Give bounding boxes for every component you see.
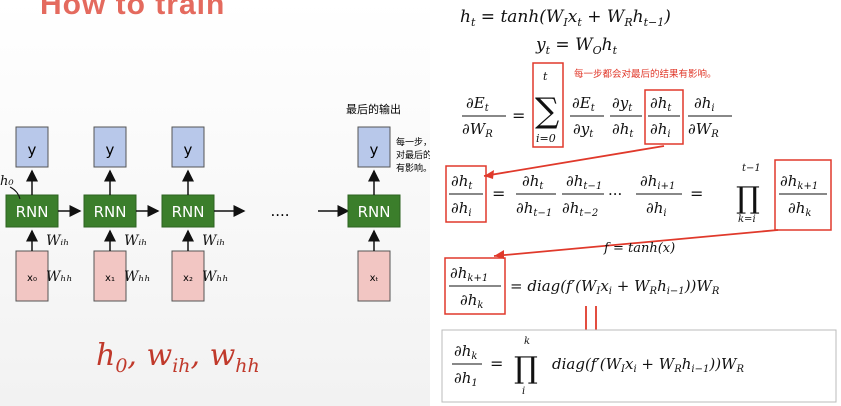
input-label-x2: x₂	[183, 273, 193, 284]
param-sep-2: ,	[190, 338, 210, 373]
svg-text:=: =	[512, 106, 525, 125]
svg-text:k: k	[524, 336, 530, 347]
output-box-y1	[93, 126, 127, 168]
slide-title: How to train	[40, 0, 226, 21]
output-label-y0: y	[28, 141, 37, 159]
trainable-parameters: h0, wih, whh	[96, 338, 260, 377]
svg-text:t−1: t−1	[742, 163, 761, 174]
rnn-step-2: y RNN x₂	[161, 126, 215, 302]
rnn-step-1: y RNN x₁	[83, 126, 137, 302]
final-output-label: 最后的输出	[346, 102, 401, 116]
handwritten-wih-0: Wᵢₕ	[46, 233, 69, 249]
input-label-x1: x₁	[105, 273, 115, 284]
svg-text:∑: ∑	[535, 91, 559, 131]
handwritten-whh-0: Wₕₕ	[46, 269, 73, 285]
rnn-cell-t	[347, 194, 401, 228]
ellipsis: ....	[270, 202, 289, 220]
rnn-cell-label-1: RNN	[94, 203, 127, 221]
input-box-x1	[93, 250, 127, 302]
side-note-line-1: 每一步，都会	[396, 136, 430, 148]
param-wih-sub: ih	[172, 355, 191, 377]
input-box-x2	[171, 250, 205, 302]
svg-text:∏: ∏	[736, 181, 760, 216]
rnn-cell-label-2: RNN	[172, 203, 205, 221]
red-note: 每一步都会对最后的结果有影响。	[574, 68, 717, 80]
svg-text:∂ht: ∂ht	[522, 172, 544, 192]
svg-text:∂yt: ∂yt	[612, 94, 633, 114]
svg-text:∂hi: ∂hi	[451, 199, 472, 219]
svg-text:i=0: i=0	[536, 132, 556, 145]
equation-final: ∂hk ∂h1 = k ∏ i diag(f′(WIxi + WRhi−1))W…	[441, 329, 837, 403]
handwritten-wih-2: Wᵢₕ	[202, 233, 225, 249]
svg-text:∂ht: ∂ht	[451, 172, 473, 192]
svg-text:k=i: k=i	[738, 214, 756, 225]
output-box-y2	[171, 126, 205, 168]
side-note-line-2: 对最后的结果	[396, 149, 430, 161]
param-whh-letter: w	[209, 338, 236, 373]
output-label-y2: y	[184, 141, 193, 159]
svg-text:i: i	[522, 386, 525, 397]
svg-text:∂ht: ∂ht	[612, 120, 634, 140]
param-h-sub: 0	[115, 355, 128, 377]
svg-text:···: ···	[608, 185, 622, 203]
svg-text:∂yt: ∂yt	[573, 120, 594, 140]
handwritten-whh-1: Wₕₕ	[124, 269, 151, 285]
svg-text:=: =	[690, 184, 703, 203]
svg-text:= diag(f′(WIxi + WRhi−1))WR: = diag(f′(WIxi + WRhi−1))WR	[510, 277, 720, 297]
svg-text:=: =	[492, 184, 505, 203]
output-label-yt: y	[370, 141, 379, 159]
rnn-cell-1	[83, 194, 137, 228]
input-label-xt: xₜ	[370, 273, 379, 284]
param-wih-letter: w	[146, 338, 173, 373]
svg-text:∂ht: ∂ht	[650, 94, 672, 114]
output-box-yt	[357, 126, 391, 168]
svg-text:∏: ∏	[514, 351, 538, 386]
f-definition: f = tanh(x)	[603, 241, 675, 256]
svg-text:∂hi: ∂hi	[694, 94, 715, 114]
input-box-xt	[357, 250, 391, 302]
rnn-step-t: y RNN xₜ	[347, 126, 401, 302]
rnn-cell-label-0: RNN	[16, 203, 49, 221]
side-note-line-3: 有影响。	[396, 162, 430, 174]
handwritten-h0: h₀	[0, 174, 14, 189]
svg-text:∂hi: ∂hi	[646, 199, 667, 219]
svg-text:diag(f′(WIxi + WRhi−1))WR: diag(f′(WIxi + WRhi−1))WR	[552, 355, 744, 375]
param-whh-sub: hh	[235, 355, 260, 377]
output-box-y0	[15, 126, 49, 168]
rnn-cell-2	[161, 194, 215, 228]
handwritten-wih-1: Wᵢₕ	[124, 233, 147, 249]
svg-text:∂Et: ∂Et	[572, 94, 596, 114]
param-h-letter: h	[96, 338, 116, 373]
rnn-diagram: y RNN x₀ y RNN x₁ y RNN x₂ .... y R	[0, 102, 430, 302]
equations-svg: ht = tanh(WIxt + WRht−1) yt = WOht 每一步都会…	[432, 0, 841, 406]
svg-text:=: =	[490, 354, 503, 373]
input-label-x0: x₀	[27, 273, 37, 284]
handwritten-whh-2: Wₕₕ	[202, 269, 229, 285]
rnn-cell-label-t: RNN	[358, 203, 391, 221]
equation-ht: ht = tanh(WIxt + WRht−1)	[460, 7, 671, 29]
equation-dEdW: ∂Et ∂WR = t ∑ i=0 ∂Et ∂yt ∂yt ∂ht ∂ht ∂h…	[462, 62, 732, 148]
svg-text:∂Et: ∂Et	[466, 94, 490, 114]
output-label-y1: y	[106, 141, 115, 159]
svg-text:∂hi: ∂hi	[650, 120, 671, 140]
equations-panel: ht = tanh(WIxt + WRht−1) yt = WOht 每一步都会…	[432, 0, 841, 406]
param-sep-1: ,	[127, 338, 147, 373]
svg-text:t: t	[543, 70, 548, 83]
